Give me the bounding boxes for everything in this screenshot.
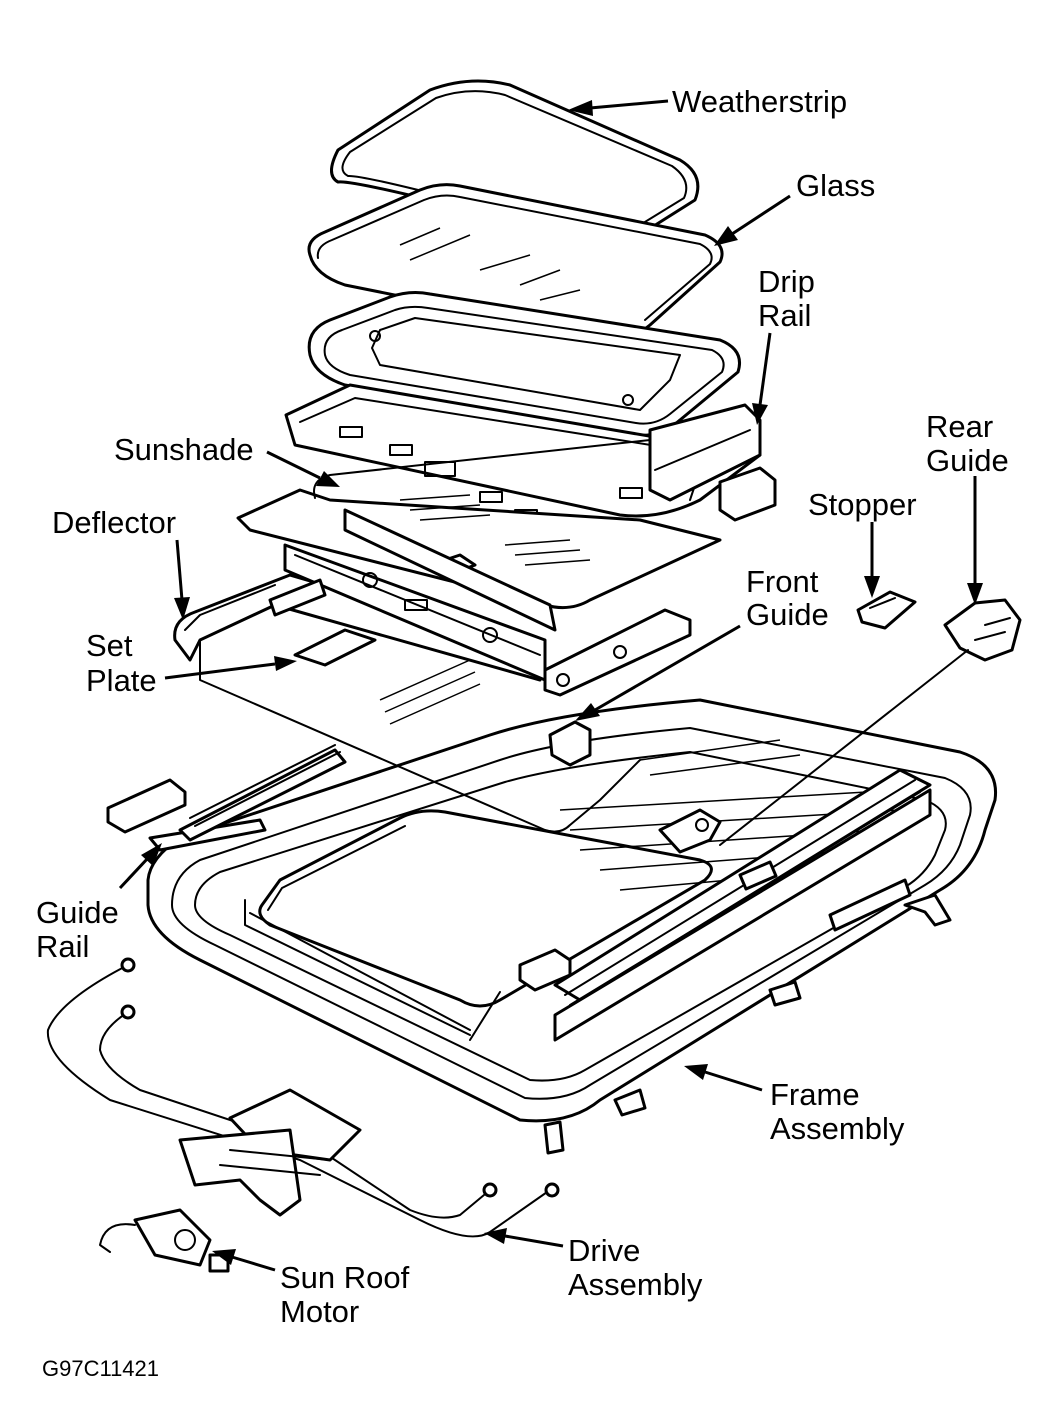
- label-set-plate-line1: Set: [86, 628, 133, 663]
- glass-arrowhead: [714, 226, 738, 246]
- rear-guide-part: [718, 466, 1022, 846]
- label-sunshade: Sunshade: [114, 432, 254, 467]
- guide-rail-arrowhead: [141, 843, 162, 866]
- sunshade-part: [284, 383, 762, 521]
- sun-roof-motor-arrowhead: [212, 1249, 236, 1265]
- label-deflector: Deflector: [52, 505, 176, 540]
- front-guide-arrowhead: [575, 703, 600, 721]
- frame-assembly-arrowhead: [684, 1064, 708, 1080]
- figure-code: G97C11421: [42, 1356, 159, 1381]
- weatherstrip-arrowhead: [568, 100, 593, 116]
- label-set-plate-line2: Plate: [86, 663, 157, 698]
- label-front-guide-line1: Front: [746, 564, 819, 599]
- label-weatherstrip: Weatherstrip: [672, 84, 847, 119]
- set-plate-arrowhead: [274, 656, 297, 671]
- glass-part: [307, 183, 724, 340]
- sunshade-board: [236, 439, 722, 632]
- sunshade-arrowhead: [316, 471, 340, 487]
- drip-rail-part: [307, 291, 741, 437]
- drip-rail-arrowhead: [752, 403, 768, 425]
- drip-rail-side: [648, 403, 762, 502]
- label-rear-guide-line2: Guide: [926, 443, 1009, 478]
- label-drip-rail-line1: Drip: [758, 264, 815, 299]
- label-frame-assembly-line2: Assembly: [770, 1111, 905, 1146]
- label-rear-guide-line1: Rear: [926, 409, 993, 444]
- stopper-part: [856, 590, 917, 630]
- drive-assembly-arrowhead: [484, 1228, 507, 1244]
- label-drive-assembly-line1: Drive: [568, 1233, 640, 1268]
- drive-assembly-part: [46, 957, 560, 1238]
- sun-roof-motor-part: [99, 1208, 230, 1273]
- deflector-arrowhead: [174, 597, 190, 620]
- deflector-panel: [199, 578, 641, 833]
- stopper-arrowhead: [864, 576, 880, 598]
- label-drip-rail-line2: Rail: [758, 298, 811, 333]
- label-guide-rail-line1: Guide: [36, 895, 119, 930]
- front-guide-part: [548, 720, 592, 767]
- label-front-guide-line2: Guide: [746, 597, 829, 632]
- label-glass: Glass: [796, 168, 875, 203]
- guide-rail-part: [106, 744, 347, 852]
- labels: Weatherstrip Glass Drip Rail Rear Guide …: [36, 84, 1009, 1381]
- label-sun-roof-motor-line2: Motor: [280, 1294, 359, 1329]
- label-frame-assembly-line1: Frame: [770, 1077, 860, 1112]
- label-stopper: Stopper: [808, 487, 917, 522]
- deflector-part: [173, 543, 692, 697]
- rear-guide-arrowhead: [967, 583, 983, 605]
- frame-assembly-part: [146, 698, 998, 1155]
- leader-lines: [118, 99, 983, 1272]
- label-sun-roof-motor-line1: Sun Roof: [280, 1260, 410, 1295]
- label-guide-rail-line2: Rail: [36, 929, 89, 964]
- label-drive-assembly-line2: Assembly: [568, 1267, 703, 1302]
